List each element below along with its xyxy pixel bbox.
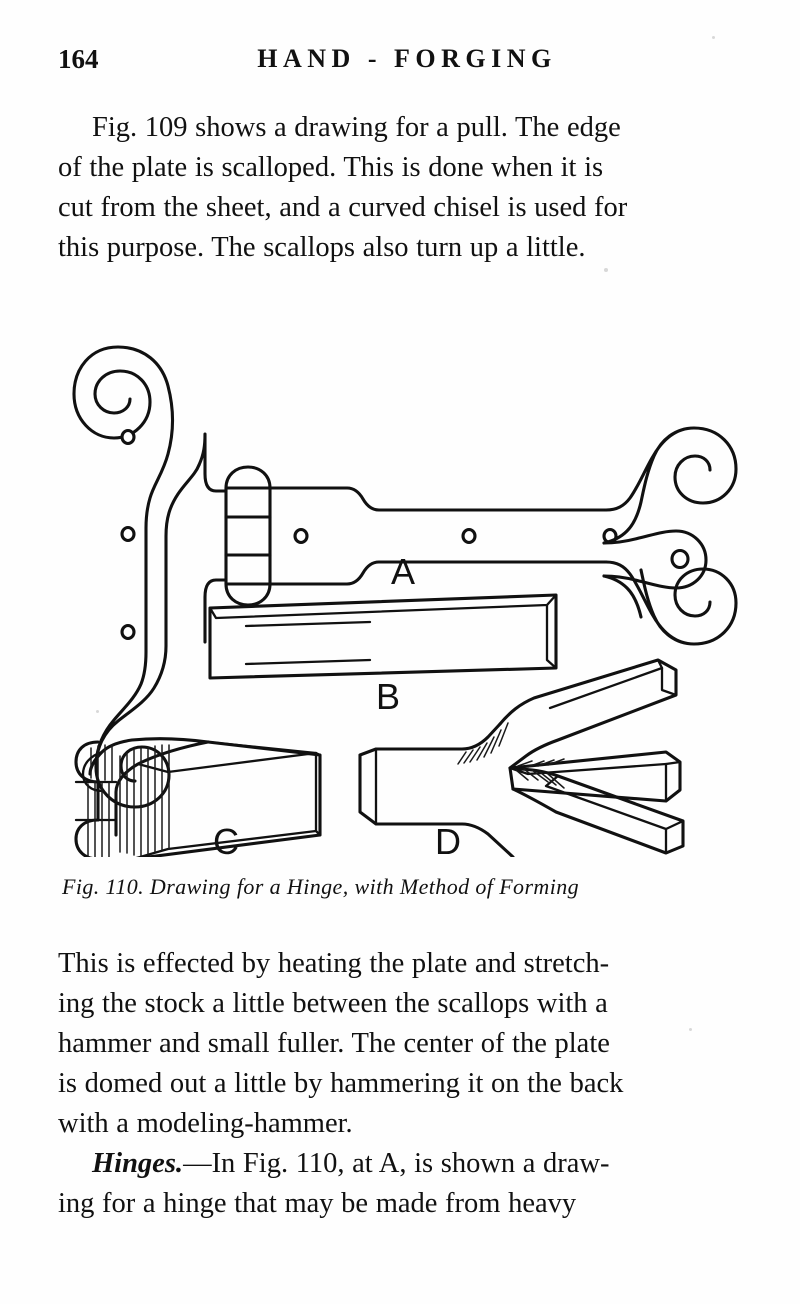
bar-c-outline [74,737,322,857]
bar-d-prong-lower-tip [664,819,685,831]
text-line: cut from the sheet, and a curved chisel … [58,192,628,223]
figure-110-illustration: A B [58,312,758,857]
bar-c-curl-loop [81,750,104,793]
bar-d-prong-middle-bevel [508,762,668,803]
text-line: Fig. 109 shows a drawing for a pull. The… [92,112,621,143]
bar-d-fuller-hatching [457,722,565,789]
figure-label-b: B [376,676,400,717]
bar-d-prong-upper-bevel [532,658,664,710]
hinge-assembly-part-a [72,345,738,809]
bar-c-shank-bottom [135,829,318,857]
hinge-left-plate-lower-step [203,578,228,644]
running-head: 164 HAND - FORGING [58,42,742,80]
paragraph-middle: This is effected by heating the plate an… [58,944,748,1144]
hinge-hole-strap-2 [461,527,477,545]
figure-label-a: A [391,551,415,592]
bar-stock-part-b [208,593,558,680]
rolled-end-part-c [74,737,322,857]
hinge-right-spear-terminal [602,529,708,590]
text-line: this purpose. The scallops also turn up … [58,232,586,263]
hinge-left-plate-outline [72,345,201,809]
bar-d-prong-middle [508,750,682,803]
bar-b-scribe-line-2 [244,658,372,666]
scan-speck [604,268,608,272]
hinge-hole-left-top [120,428,136,446]
text-line: is domed out a little by hammering it on… [58,1068,624,1099]
text-line: This is effected by heating the plate an… [58,948,610,979]
bar-b-front-face-right [545,603,558,670]
text-line-lead-rest: —In Fig. 110, at A, is shown a draw- [183,1148,610,1179]
scan-speck [96,710,99,713]
text-line: with a modeling-hammer. [58,1108,353,1139]
hinge-left-plate-inner-edge [197,432,228,493]
bar-d-shank-outline [358,722,515,857]
hinge-strap-bottom-edge [268,560,608,586]
hinge-strap-top-edge [268,486,608,512]
bar-d-prong-middle-bevel2 [664,760,682,766]
bar-d-prong-upper-tip [660,666,678,697]
paragraph-top: Fig. 109 shows a drawing for a pull. The… [58,108,748,268]
figure-label-d: D [435,821,461,857]
hinge-hole-left-mid [120,525,136,543]
bar-d-prong-upper [498,658,678,770]
text-line: ing the stock a little between the scall… [58,988,608,1019]
split-prongs-part-d [358,658,685,857]
text-line-lead: Hinges.—In Fig. 110, at A, is shown a dr… [58,1144,748,1184]
figure-label-c: C [213,821,239,857]
run-in-heading-hinges: Hinges. [92,1148,184,1179]
bar-c-hatching [87,744,170,857]
hinge-right-upper-scroll [602,426,738,545]
text-line: hammer and small fuller. The center of t… [58,1028,610,1059]
text-line: of the plate is scalloped. This is done … [58,152,604,183]
bar-b-front-face-top [208,593,558,620]
scan-speck [712,36,715,39]
page-number: 164 [58,44,99,74]
hinge-terminal-eye-hole [670,548,690,570]
text-line: ing for a hinge that may be made from he… [58,1188,577,1219]
scan-speck [689,1028,692,1031]
hinge-right-lower-scroll [602,560,738,646]
running-title: HAND - FORGING [257,44,557,73]
hinge-hole-left-bot [120,623,136,641]
bar-b-scribe-line-1 [244,620,372,628]
hinge-hole-strap-1 [293,527,309,545]
bar-d-prong-lower [511,767,685,855]
figure-caption: Fig. 110. Drawing for a Hinge, with Meth… [62,874,580,899]
paragraph-bottom: Hinges.—In Fig. 110, at A, is shown a dr… [58,1144,748,1224]
